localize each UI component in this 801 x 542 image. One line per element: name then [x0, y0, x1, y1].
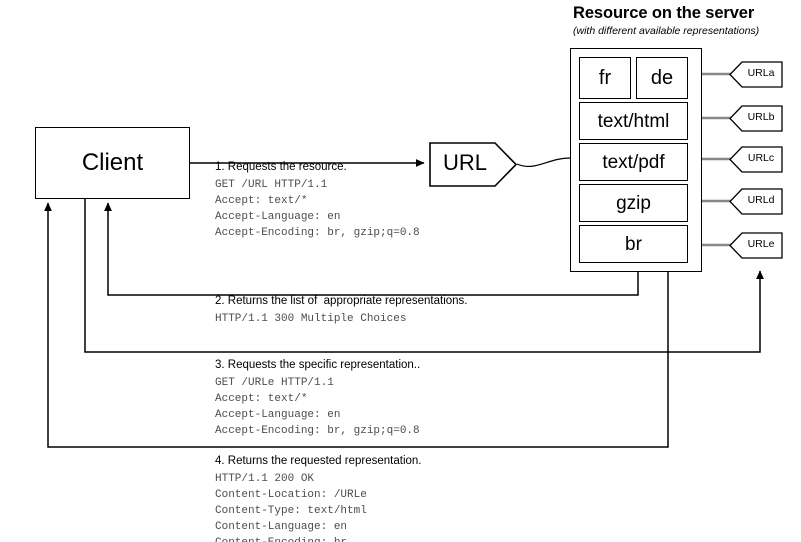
step-1: 1. Requests the resource. GET /URL HTTP/…	[215, 160, 420, 241]
representation-label: text/pdf	[602, 151, 665, 173]
url-tag-urlb[interactable]: URLb	[729, 105, 783, 132]
step-4: 4. Returns the requested representation.…	[215, 454, 422, 542]
url-tag-urle[interactable]: URLe	[729, 232, 783, 259]
representation-label: text/html	[597, 110, 670, 132]
url-tag-urla[interactable]: URLa	[729, 61, 783, 88]
representation-gzip[interactable]: gzip	[579, 184, 688, 222]
representation-br[interactable]: br	[579, 225, 688, 263]
url-tag-shape	[729, 61, 783, 88]
url-tag-shape	[729, 188, 783, 215]
step-title: 3. Requests the specific representation.…	[215, 359, 421, 371]
url-tag-urlc[interactable]: URLc	[729, 146, 783, 173]
step-http-message: GET /URLe HTTP/1.1 Accept: text/* Accept…	[215, 376, 420, 437]
url-node-label: URL	[442, 150, 487, 175]
url-tag-shape	[729, 232, 783, 259]
representation-label: br	[625, 233, 642, 255]
url-tag-label: URLb	[747, 111, 775, 123]
step-http-message: HTTP/1.1 300 Multiple Choices	[215, 312, 407, 325]
step-title: 4. Returns the requested representation.	[215, 455, 422, 467]
url-node[interactable]: URL	[429, 142, 518, 187]
server-resource-box: fr de text/html text/pdf gzip br	[570, 48, 702, 272]
step-http-message: GET /URL HTTP/1.1 Accept: text/* Accept-…	[215, 178, 420, 239]
client-box[interactable]: Client	[35, 127, 190, 199]
url-node-shape	[429, 142, 518, 187]
representation-de[interactable]: de	[636, 57, 688, 99]
step-title: 1. Requests the resource.	[215, 161, 347, 173]
representation-label: de	[650, 67, 674, 89]
representation-text-pdf[interactable]: text/pdf	[579, 143, 688, 181]
step-2: 2. Returns the list of appropriate repre…	[215, 294, 468, 327]
url-tag-shape	[729, 105, 783, 132]
url-tag-shape	[729, 146, 783, 173]
server-title: Resource on the server	[573, 4, 755, 22]
step-3: 3. Requests the specific representation.…	[215, 358, 420, 439]
server-subtitle: (with different available representation…	[573, 25, 760, 37]
client-label: Client	[81, 149, 144, 176]
url-tag-label: URLe	[747, 238, 775, 250]
wire-url-to-server	[516, 157, 571, 168]
url-tag-label: URLd	[747, 194, 775, 206]
url-tag-label: URLc	[747, 152, 775, 164]
representation-fr[interactable]: fr	[579, 57, 631, 99]
representation-label: fr	[598, 67, 612, 89]
url-tag-label: URLa	[747, 67, 775, 79]
representation-label: gzip	[616, 192, 651, 214]
representation-text-html[interactable]: text/html	[579, 102, 688, 140]
url-tag-urld[interactable]: URLd	[729, 188, 783, 215]
step-title: 2. Returns the list of appropriate repre…	[215, 295, 468, 307]
step-http-message: HTTP/1.1 200 OK Content-Location: /URLe …	[215, 472, 367, 542]
